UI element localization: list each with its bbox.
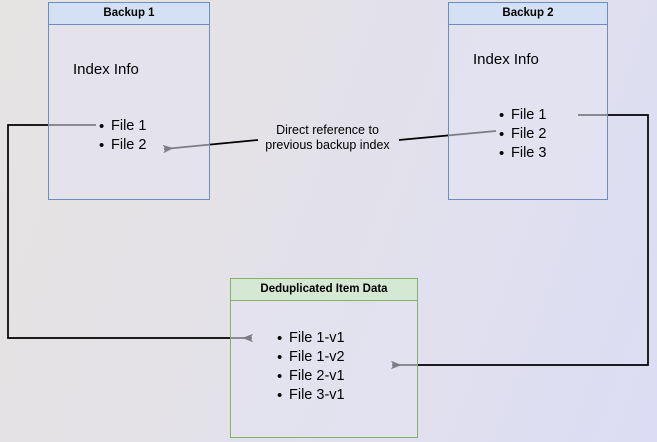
backup-2-index-info-label: Index Info [473, 51, 539, 68]
node-deduplicated-item-data-title: Deduplicated Item Data [231, 279, 417, 301]
node-backup-1-title: Backup 1 [49, 3, 209, 25]
annotation-direct-reference-line-2: previous backup index [265, 138, 390, 152]
connector-backup2-to-dedup [391, 114, 649, 370]
node-deduplicated-item-data[interactable]: Deduplicated Item Data File 1-v1 File 1-… [230, 278, 418, 438]
backup-1-file-list: File 1 File 2 [95, 117, 147, 155]
list-item: File 1-v2 [277, 348, 345, 367]
list-item: File 2-v1 [277, 367, 345, 386]
list-item: File 1-v1 [277, 329, 345, 348]
backup-1-index-info-label: Index Info [73, 61, 139, 78]
node-backup-2-title: Backup 2 [449, 3, 607, 25]
list-item: File 3-v1 [277, 386, 345, 405]
node-backup-1[interactable]: Backup 1 Index Info File 1 File 2 [48, 2, 210, 200]
backup-2-file-list: File 1 File 2 File 3 [495, 106, 547, 163]
list-item: File 3 [499, 144, 547, 163]
annotation-direct-reference-line-1: Direct reference to [276, 123, 379, 137]
list-item: File 2 [499, 125, 547, 144]
annotation-direct-reference: Direct reference to previous backup inde… [250, 123, 405, 153]
node-backup-2[interactable]: Backup 2 Index Info File 1 File 2 File 3 [448, 2, 608, 200]
list-item: File 1 [499, 106, 547, 125]
dedup-file-list: File 1-v1 File 1-v2 File 2-v1 File 3-v1 [273, 329, 345, 405]
list-item: File 1 [99, 117, 147, 136]
list-item: File 2 [99, 136, 147, 155]
